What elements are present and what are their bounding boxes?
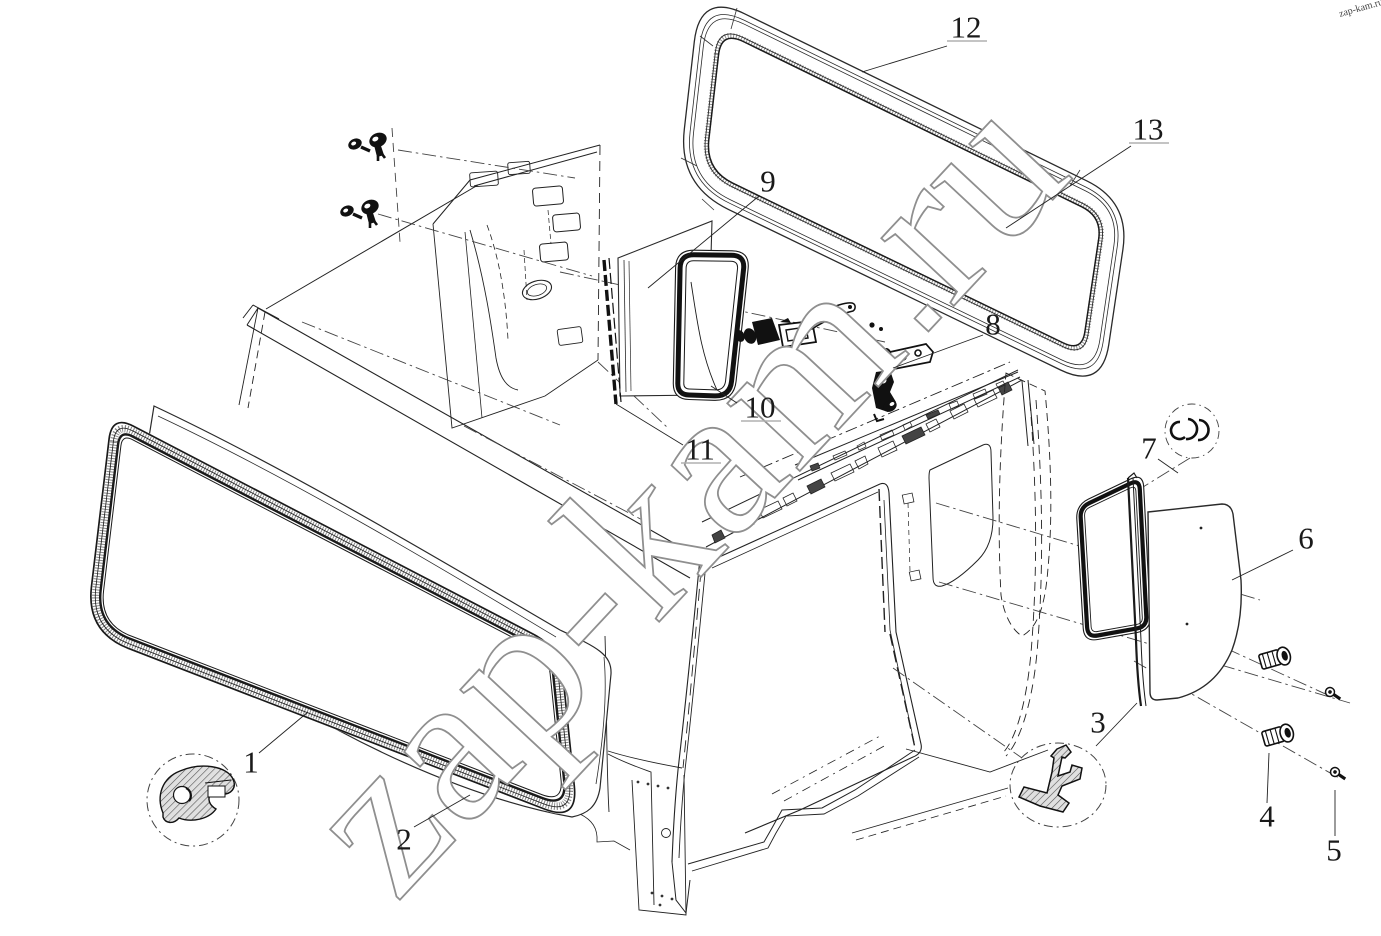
svg-text:10: 10 (745, 390, 776, 425)
svg-text:8: 8 (985, 307, 1001, 342)
svg-text:12: 12 (951, 10, 982, 45)
svg-text:13: 13 (1133, 112, 1164, 147)
svg-text:4: 4 (1259, 799, 1275, 834)
svg-text:6: 6 (1298, 521, 1314, 556)
svg-text:2: 2 (396, 822, 412, 857)
svg-text:3: 3 (1090, 705, 1106, 740)
svg-text:5: 5 (1326, 833, 1342, 868)
svg-text:7: 7 (1141, 431, 1157, 466)
svg-text:1: 1 (243, 745, 259, 780)
svg-text:9: 9 (760, 164, 776, 199)
svg-text:11: 11 (685, 432, 715, 467)
